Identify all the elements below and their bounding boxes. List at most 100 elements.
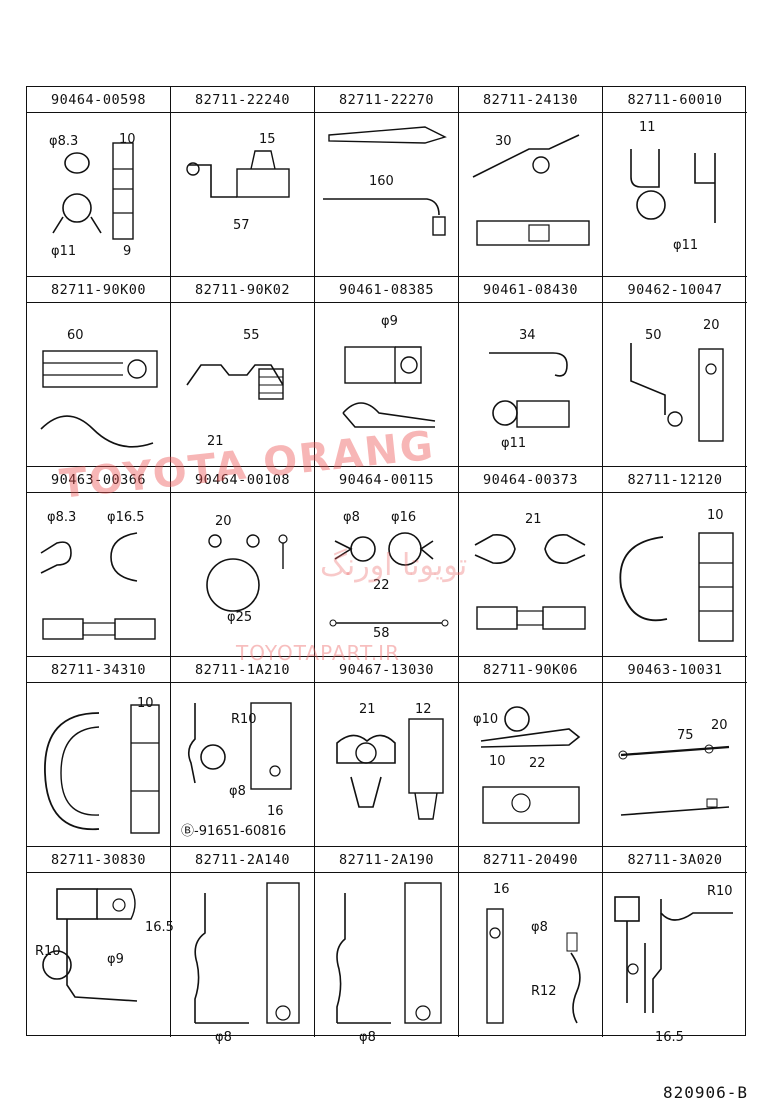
part-number: 90461-08430 xyxy=(459,277,602,303)
part-cell: 90467-13030 21 12 xyxy=(315,657,459,847)
dimension-label: 10 xyxy=(489,754,506,769)
dimension-label: 60 xyxy=(67,328,84,343)
part-number: 82711-30830 xyxy=(27,847,170,873)
dimension-label: 22 xyxy=(529,756,546,771)
part-number: 90463-10031 xyxy=(603,657,747,683)
dimension-label: 34 xyxy=(519,328,536,343)
part-number: 82711-90K06 xyxy=(459,657,602,683)
part-number: 90461-08385 xyxy=(315,277,458,303)
part-drawing: 34 φ11 xyxy=(489,328,570,451)
dimension-label: 22 xyxy=(373,578,390,593)
part-number: 82711-2A190 xyxy=(315,847,458,873)
part-number: 82711-90K00 xyxy=(27,277,170,303)
dimension-label: 160 xyxy=(369,174,394,189)
dimension-label: φ8 xyxy=(215,1030,232,1045)
dimension-label: 21 xyxy=(359,702,376,717)
dimension-label: φ11 xyxy=(501,436,526,451)
dimension-label: 10 xyxy=(137,696,154,711)
dimension-label: 75 xyxy=(677,728,694,743)
part-drawing: 160 xyxy=(323,126,447,236)
part-number: 82711-60010 xyxy=(603,87,747,113)
part-drawing: 21 xyxy=(474,512,586,630)
dimension-label: 9 xyxy=(123,244,131,259)
part-drawing: φ8 xyxy=(336,882,442,1045)
part-cell: 82711-12120 10 xyxy=(603,467,747,657)
dimension-label: 16.5 xyxy=(145,920,174,935)
part-number: 90463-00366 xyxy=(27,467,170,493)
dimension-label: φ8 xyxy=(229,784,246,799)
dimension-label: 12 xyxy=(415,702,432,717)
dimension-label: 10 xyxy=(119,132,136,147)
dimension-label: φ11 xyxy=(673,238,698,253)
dimension-label: 57 xyxy=(233,218,250,233)
dimension-label: R12 xyxy=(531,984,557,999)
part-number: 82711-20490 xyxy=(459,847,602,873)
part-number: 82711-3A020 xyxy=(603,847,747,873)
part-number: 82711-34310 xyxy=(27,657,170,683)
part-cell: 82711-34310 10 xyxy=(27,657,171,847)
dimension-label: φ10 xyxy=(473,712,498,727)
dimension-label: φ8 xyxy=(531,920,548,935)
part-number: 90467-13030 xyxy=(315,657,458,683)
part-cell: 82711-90K06 φ10 10 22 xyxy=(459,657,603,847)
part-cell: 82711-90K02 55 21 xyxy=(171,277,315,467)
dimension-label: φ11 xyxy=(51,244,76,259)
part-number: 82711-22240 xyxy=(171,87,314,113)
dimension-label: R10 xyxy=(231,712,257,727)
part-number: 82711-24130 xyxy=(459,87,602,113)
part-number: 82711-22270 xyxy=(315,87,458,113)
part-number: 82711-12120 xyxy=(603,467,747,493)
part-cell: 90463-10031 75 20 xyxy=(603,657,747,847)
part-cell: 82711-2A190 φ8 xyxy=(315,847,459,1045)
dimension-label: φ8 xyxy=(343,510,360,525)
part-drawing: 10 xyxy=(44,696,160,834)
dimension-label: φ8.3 xyxy=(49,134,78,149)
part-drawing: φ8.3 10 φ11 9 xyxy=(49,132,136,259)
part-drawing: 10 xyxy=(619,508,734,642)
part-number: 82711-1A210 xyxy=(171,657,314,683)
dimension-label: φ9 xyxy=(381,314,398,329)
dimension-label: φ8 xyxy=(359,1030,376,1045)
part-cell: 90464-00598 φ8.3 10 φ11 9 xyxy=(27,87,171,277)
part-drawing: 30 xyxy=(472,134,590,246)
part-cell: 90461-08385 φ9 xyxy=(315,277,459,467)
part-drawing: φ8 xyxy=(194,882,300,1045)
part-drawing: 21 12 xyxy=(336,702,444,820)
part-drawing: φ10 10 22 xyxy=(473,706,581,824)
dimension-label: R10 xyxy=(707,884,733,899)
dimension-label: 58 xyxy=(373,626,390,641)
dimension-label: Ⓑ-91651-60816 xyxy=(181,824,286,839)
dimension-label: 16 xyxy=(493,882,510,897)
dimension-label: 55 xyxy=(243,328,260,343)
dimension-label: 21 xyxy=(525,512,542,527)
part-cell: 90461-08430 34 φ11 xyxy=(459,277,603,467)
part-drawing: 75 20 xyxy=(618,718,730,816)
part-number: 90464-00598 xyxy=(27,87,170,113)
part-number: 82711-90K02 xyxy=(171,277,314,303)
part-drawing: 55 21 xyxy=(186,328,284,449)
dimension-label: 20 xyxy=(711,718,728,733)
part-cell: 82711-24130 30 xyxy=(459,87,603,277)
dimension-label: 10 xyxy=(707,508,724,523)
dimension-label: 20 xyxy=(215,514,232,529)
part-number: 82711-2A140 xyxy=(171,847,314,873)
dimension-label: 21 xyxy=(207,434,224,449)
part-number: 90464-00115 xyxy=(315,467,458,493)
dimension-label: R10 xyxy=(35,944,61,959)
